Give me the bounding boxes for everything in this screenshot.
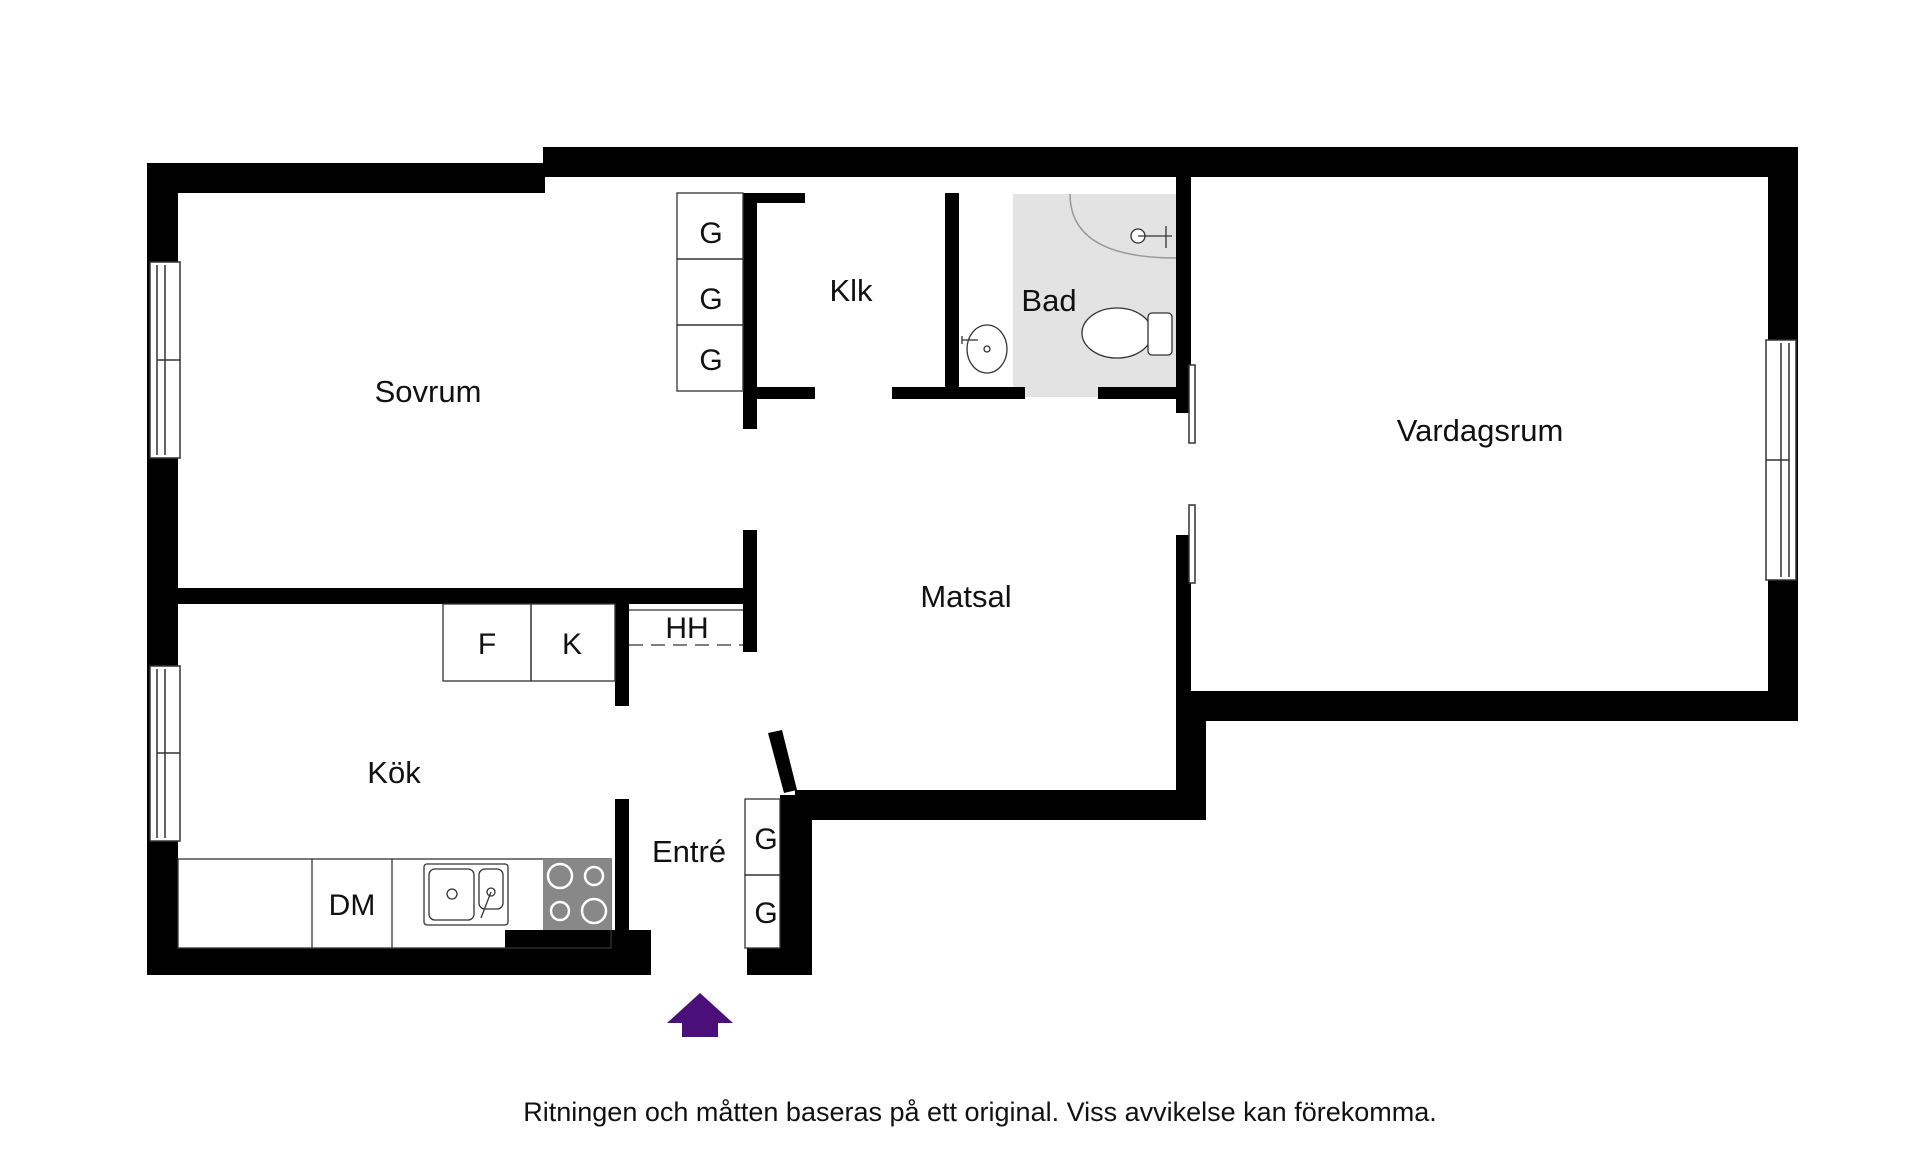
fixture-label-dm: DM xyxy=(329,889,376,922)
room-label-vardagsrum: Vardagsrum xyxy=(1397,413,1564,448)
bathroom-floor xyxy=(1013,194,1176,397)
wall-entry-right xyxy=(747,948,812,975)
wall-klk-bad xyxy=(945,193,959,399)
fixture-label-g-1: G xyxy=(699,217,722,250)
fixture-label-g-5: G xyxy=(754,897,777,930)
door-vardagsrum-upper xyxy=(1188,364,1196,444)
fixtures xyxy=(177,192,1173,949)
room-label-matsal: Matsal xyxy=(920,579,1011,614)
room-label-entre: Entré xyxy=(652,834,726,869)
bathroom-sink xyxy=(966,324,1008,374)
fixture-label-f: F xyxy=(478,628,496,661)
windows xyxy=(149,261,1797,842)
fridge-box xyxy=(530,603,616,682)
wall-entry-left xyxy=(630,948,651,975)
fixture-label-k: K xyxy=(562,628,582,661)
fixture-label-g-2: G xyxy=(699,283,722,316)
room-label-kok: Kök xyxy=(367,755,421,790)
toilet-tank xyxy=(1147,312,1173,356)
wardrobe-sovrum-3 xyxy=(676,324,744,392)
wall-entre-right xyxy=(780,795,812,975)
sink-outer xyxy=(423,863,509,926)
entrance-arrow xyxy=(667,993,733,1037)
fixture-label-hh: HH xyxy=(665,612,708,645)
wall-hh xyxy=(615,604,629,706)
toilet-bowl xyxy=(1081,307,1153,359)
wall-sovrum-kok xyxy=(147,588,757,604)
wall-vardagsrum-bottom xyxy=(1176,691,1798,721)
disclaimer-text: Ritningen och måtten baseras på ett orig… xyxy=(523,1097,1436,1127)
stove xyxy=(543,859,611,930)
wall-klk-top-stub xyxy=(757,193,805,203)
room-label-sovrum: Sovrum xyxy=(375,374,482,409)
wall-vardagsrum-left-bottom xyxy=(1176,535,1191,721)
shower-outline xyxy=(1069,193,1177,259)
walls xyxy=(147,147,1798,975)
wall-angled xyxy=(768,730,797,793)
wall-sovrum-klk xyxy=(743,193,757,429)
fixture-label-g-3: G xyxy=(699,344,722,377)
wall-bottom-step xyxy=(505,930,651,975)
wall-matsal-left xyxy=(743,530,757,652)
wall-vardagsrum-left-top xyxy=(1176,177,1191,413)
room-label-klk: Klk xyxy=(829,273,873,308)
room-label-bad: Bad xyxy=(1021,283,1076,318)
wall-klk-bottom-left xyxy=(757,387,815,399)
fixture-label-g-4: G xyxy=(754,823,777,856)
wall-matsal-bottom xyxy=(795,790,1206,820)
wardrobe-entre-2 xyxy=(744,874,781,949)
wall-top-right xyxy=(543,147,1798,177)
wall-top-left xyxy=(147,163,545,193)
wall-bad-bottom xyxy=(1098,387,1176,399)
wall-entre-left xyxy=(615,799,629,949)
door-vardagsrum-lower xyxy=(1188,504,1196,584)
